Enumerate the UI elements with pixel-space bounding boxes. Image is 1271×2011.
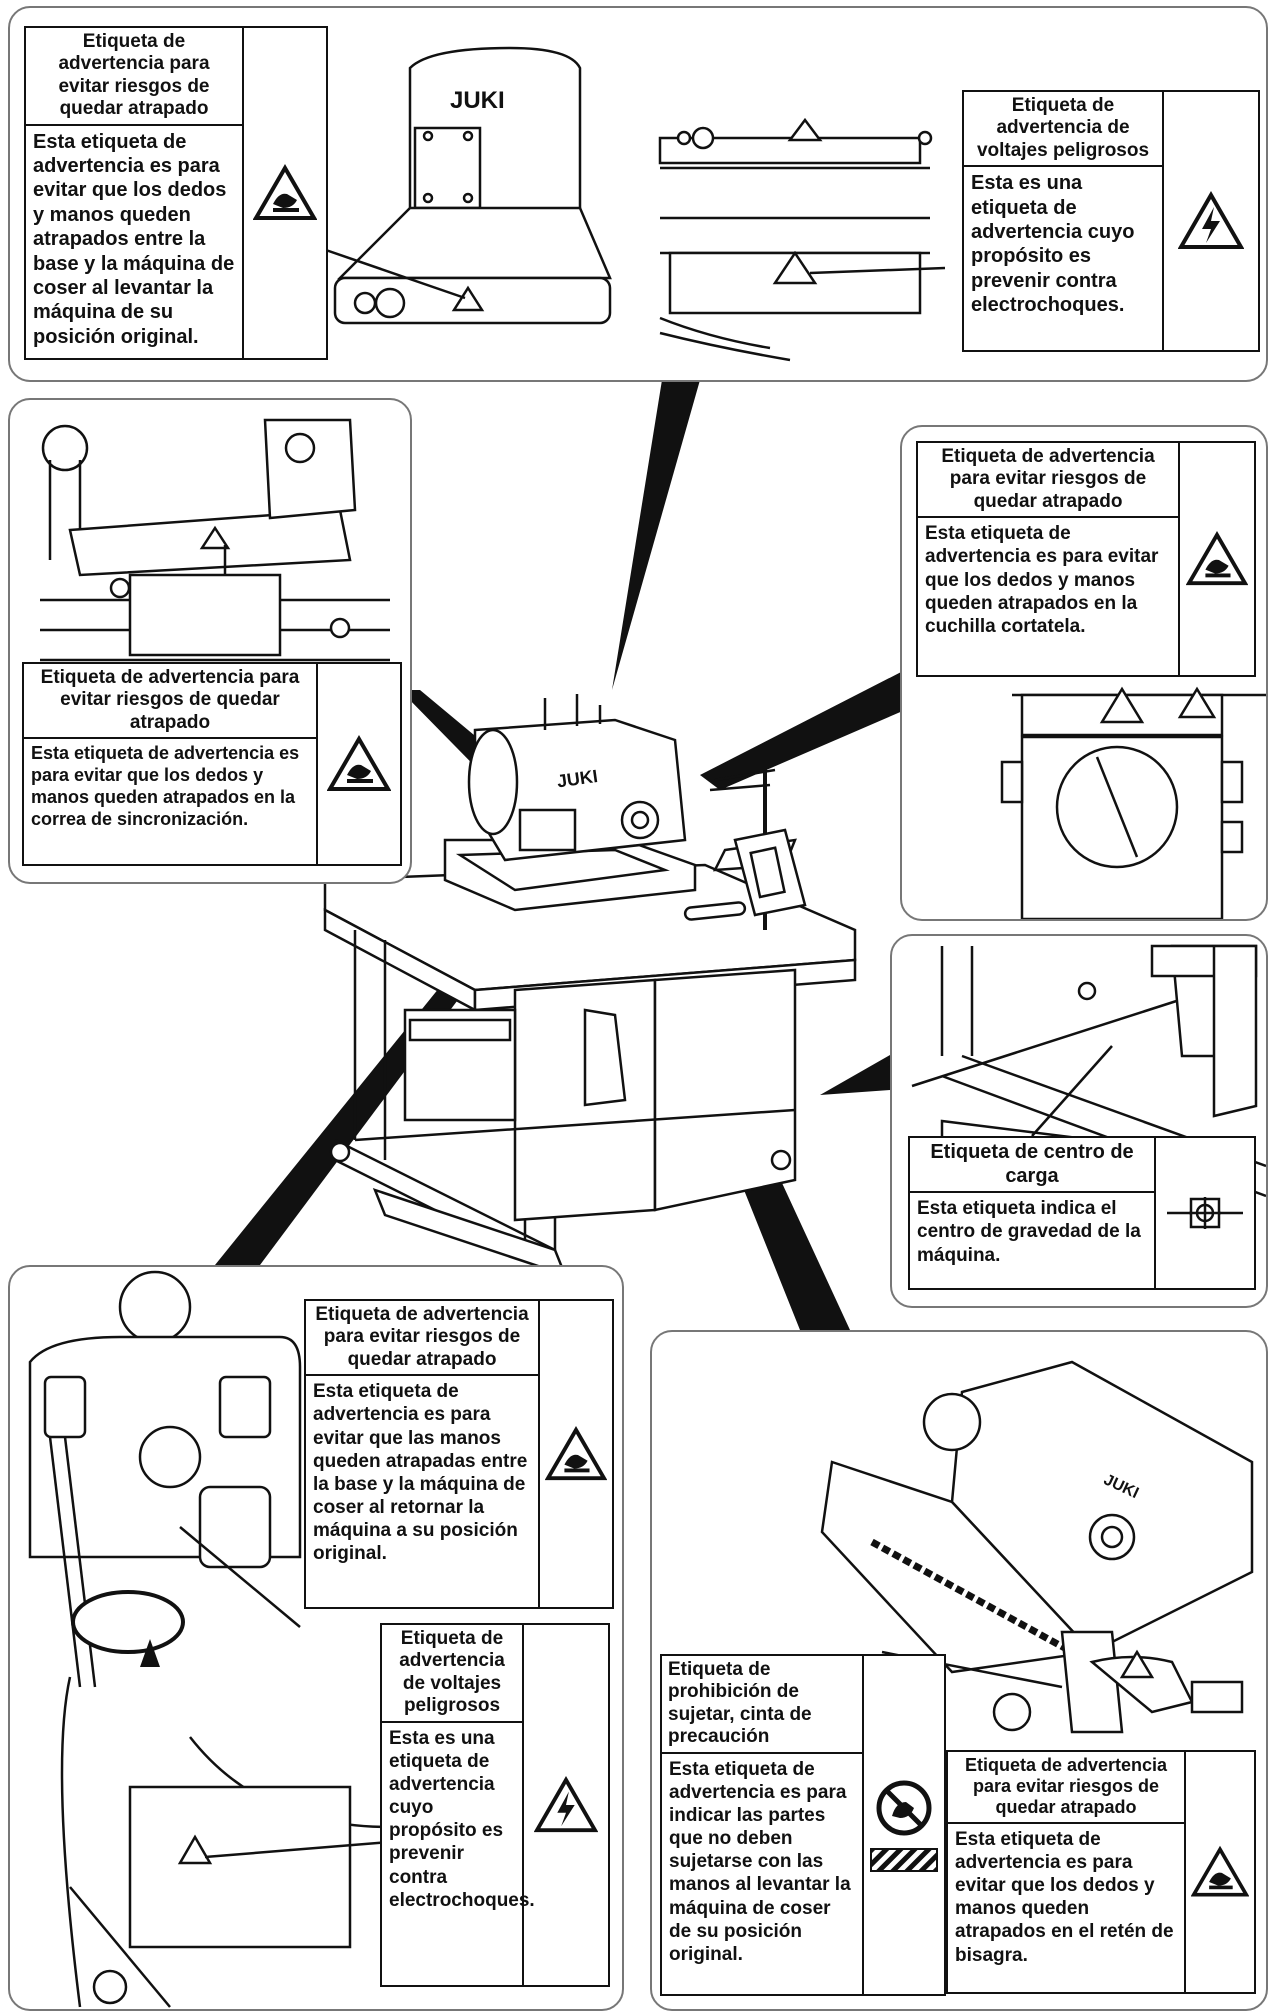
- panel-mid-right: Etiqueta de advertencia para evitar ries…: [900, 425, 1268, 921]
- label-title: Etiqueta de advertencia para evitar ries…: [948, 1752, 1184, 1824]
- label-title: Etiqueta de advertencia de voltajes peli…: [382, 1625, 522, 1723]
- panel-top-drawing: JUKI: [319, 46, 946, 362]
- panel-bottom-right-drawing: JUKI: [820, 1360, 1254, 1734]
- wedge-mid-right: [700, 670, 905, 790]
- label-title: Etiqueta de centro de carga: [910, 1138, 1154, 1194]
- hand-pinch-warning-icon: [242, 28, 326, 358]
- panel-top: JUKI Etiqueta de advertencia para evitar…: [8, 6, 1268, 382]
- hand-pinch-warning-icon: [1178, 443, 1254, 675]
- high-voltage-warning-icon: [522, 1625, 608, 1985]
- label-title: Etiqueta de advertencia para evitar ries…: [918, 443, 1178, 519]
- label-body: Esta etiqueta de advertencia es para evi…: [955, 1828, 1174, 1966]
- label-trap-hazard-knife: Etiqueta de advertencia para evitar ries…: [916, 441, 1256, 677]
- label-title: Etiqueta de advertencia para evitar ries…: [24, 664, 316, 740]
- label-body: Esta es una etiqueta de advertencia cuyo…: [971, 172, 1135, 317]
- caution-tape-icon: [870, 1848, 938, 1872]
- label-body: Esta etiqueta indica el centro de graved…: [917, 1198, 1141, 1266]
- juki-logo-text: JUKI: [450, 87, 505, 114]
- label-body: Esta etiqueta de advertencia es para evi…: [33, 130, 235, 348]
- hand-pinch-warning-icon: [316, 664, 400, 864]
- label-title: Etiqueta de prohibición de sujetar, cint…: [662, 1656, 862, 1754]
- label-body: Esta es una etiqueta de advertencia cuyo…: [389, 1727, 535, 1911]
- label-title: Etiqueta de advertencia para evitar ries…: [306, 1301, 538, 1377]
- no-hold-prohibition-icon: [862, 1656, 944, 1994]
- label-trap-hazard-return: Etiqueta de advertencia para evitar ries…: [304, 1299, 614, 1609]
- label-trap-hazard-base: Etiqueta de advertencia para evitar ries…: [24, 26, 328, 360]
- label-body: Esta etiqueta de advertencia es para evi…: [925, 523, 1159, 637]
- label-trap-hazard-belt: Etiqueta de advertencia para evitar ries…: [22, 662, 402, 866]
- label-high-voltage-bottom: Etiqueta de advertencia de voltajes peli…: [380, 1623, 610, 1987]
- hand-pinch-warning-icon: [1184, 1752, 1254, 1992]
- label-body: Esta etiqueta de advertencia es para evi…: [313, 1381, 528, 1565]
- sewing-machine-illustration: JUKI: [323, 694, 857, 1300]
- panel-center-load: Etiqueta de centro de carga Esta etiquet…: [890, 934, 1268, 1308]
- panel-bottom-left: Etiqueta de advertencia para evitar ries…: [8, 1265, 624, 2011]
- hand-pinch-warning-icon: [538, 1301, 612, 1607]
- label-title: Etiqueta de advertencia para evitar ries…: [26, 28, 242, 126]
- panel-mid-right-drawing: [1000, 686, 1266, 919]
- panel-bottom-right: JUKI Etiqueta de prohibición de sujetar,…: [650, 1330, 1268, 2011]
- label-title: Etiqueta de advertencia de voltajes peli…: [964, 92, 1162, 168]
- center-of-gravity-icon: [1154, 1138, 1254, 1288]
- label-no-hold: Etiqueta de prohibición de sujetar, cint…: [660, 1654, 946, 1996]
- label-center-of-gravity: Etiqueta de centro de carga Esta etiquet…: [908, 1136, 1256, 1290]
- wedge-top: [612, 380, 700, 690]
- label-body: Esta etiqueta de advertencia es para ind…: [669, 1758, 851, 1965]
- high-voltage-warning-icon: [1162, 92, 1258, 350]
- wedge-center-load: [820, 1055, 890, 1095]
- label-body: Esta etiqueta de advertencia es para evi…: [31, 743, 300, 830]
- label-high-voltage-top: Etiqueta de advertencia de voltajes peli…: [962, 90, 1260, 352]
- panel-mid-left-drawing: [40, 418, 390, 662]
- panel-bottom-left-drawing: [28, 1270, 391, 2008]
- panel-mid-left: Etiqueta de advertencia para evitar ries…: [8, 398, 412, 884]
- label-trap-hazard-hinge: Etiqueta de advertencia para evitar ries…: [946, 1750, 1256, 1994]
